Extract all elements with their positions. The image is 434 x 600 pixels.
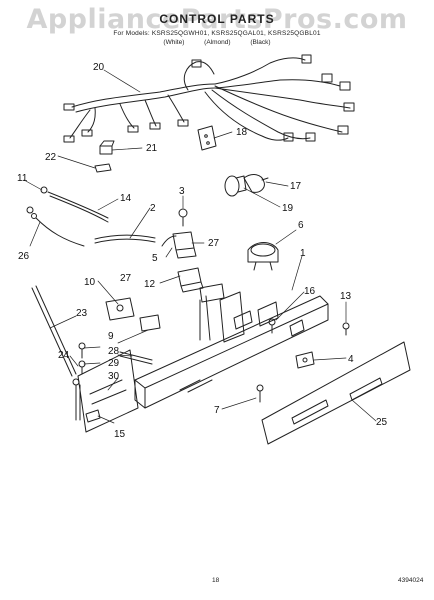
diagram-title: CONTROL PARTS [159, 12, 275, 26]
callout-27a: 27 [208, 238, 220, 249]
callout-15: 15 [114, 429, 126, 440]
callout-20: 20 [93, 62, 105, 73]
callout-14: 14 [120, 193, 132, 204]
cord-clip-part [197, 125, 217, 151]
callout-9: 9 [108, 331, 114, 342]
insulation-part-27b [139, 314, 161, 332]
callout-16: 16 [304, 286, 316, 297]
callout-6: 6 [298, 220, 304, 231]
clip-part-21 [99, 140, 115, 155]
callout-4: 4 [348, 354, 354, 365]
fastener-part-24 [72, 378, 81, 421]
page-number: 18 [212, 577, 220, 584]
clip-part-22 [94, 163, 112, 173]
model-list: For Models: KSRS25QGWH01, KSRS25QGAL01, … [113, 30, 321, 37]
thermostat-part [247, 242, 279, 271]
callout-18: 18 [236, 127, 248, 138]
callout-12: 12 [144, 279, 156, 290]
document-part-number: 4394024 [398, 577, 424, 584]
screw-part-11 [26, 186, 48, 219]
clip-part-4 [295, 351, 315, 369]
callout-17: 17 [290, 181, 302, 192]
callout-23: 23 [76, 308, 88, 319]
callout-5: 5 [152, 253, 158, 264]
callout-2: 2 [150, 203, 156, 214]
bracket-part-10 [105, 297, 135, 321]
switch-part-5 [161, 231, 197, 259]
leader-lines [23, 69, 377, 424]
control-console-part [134, 291, 329, 409]
callout-25: 25 [376, 417, 388, 428]
wiring-harness-part [63, 54, 355, 143]
callout-7: 7 [214, 405, 220, 416]
rod-part-23 [31, 285, 77, 377]
screw-part-13 [342, 322, 350, 336]
clip-part-15 [85, 409, 101, 423]
screw-part-3 [178, 208, 188, 227]
callout-1: 1 [300, 248, 306, 259]
callout-28: 28 [108, 346, 120, 357]
lamp-socket-part [243, 174, 269, 193]
screw-part-7 [256, 384, 264, 403]
callout-13: 13 [340, 291, 352, 302]
rod-part-28 [119, 351, 153, 365]
callout-26: 26 [18, 251, 30, 262]
callout-27b: 27 [120, 273, 132, 284]
callout-29: 29 [108, 358, 120, 369]
side-panel-part-30 [77, 349, 139, 433]
capillary-part-26 [35, 217, 85, 247]
callout-3: 3 [179, 186, 185, 197]
callout-22: 22 [45, 152, 57, 163]
callout-21: 21 [146, 143, 158, 154]
rod-part-14 [47, 191, 109, 223]
color-variants: (White) (Almond) (Black) [163, 39, 271, 46]
callout-24: 24 [58, 350, 70, 361]
screw-part-29 [78, 360, 86, 375]
callout-30: 30 [108, 371, 120, 382]
light-bulb-part [224, 175, 247, 197]
control-panel-part-25 [261, 341, 411, 445]
callout-11: 11 [17, 173, 28, 184]
gasket-part-2 [94, 234, 156, 244]
callout-labels: 20 18 21 22 11 14 3 17 19 2 27 6 5 26 1 … [17, 62, 388, 440]
screw-part-9 [78, 342, 86, 359]
callout-10: 10 [84, 277, 96, 288]
insulation-part-27a [199, 283, 225, 303]
callout-19: 19 [282, 203, 294, 214]
control-housing-part-12 [177, 267, 204, 293]
